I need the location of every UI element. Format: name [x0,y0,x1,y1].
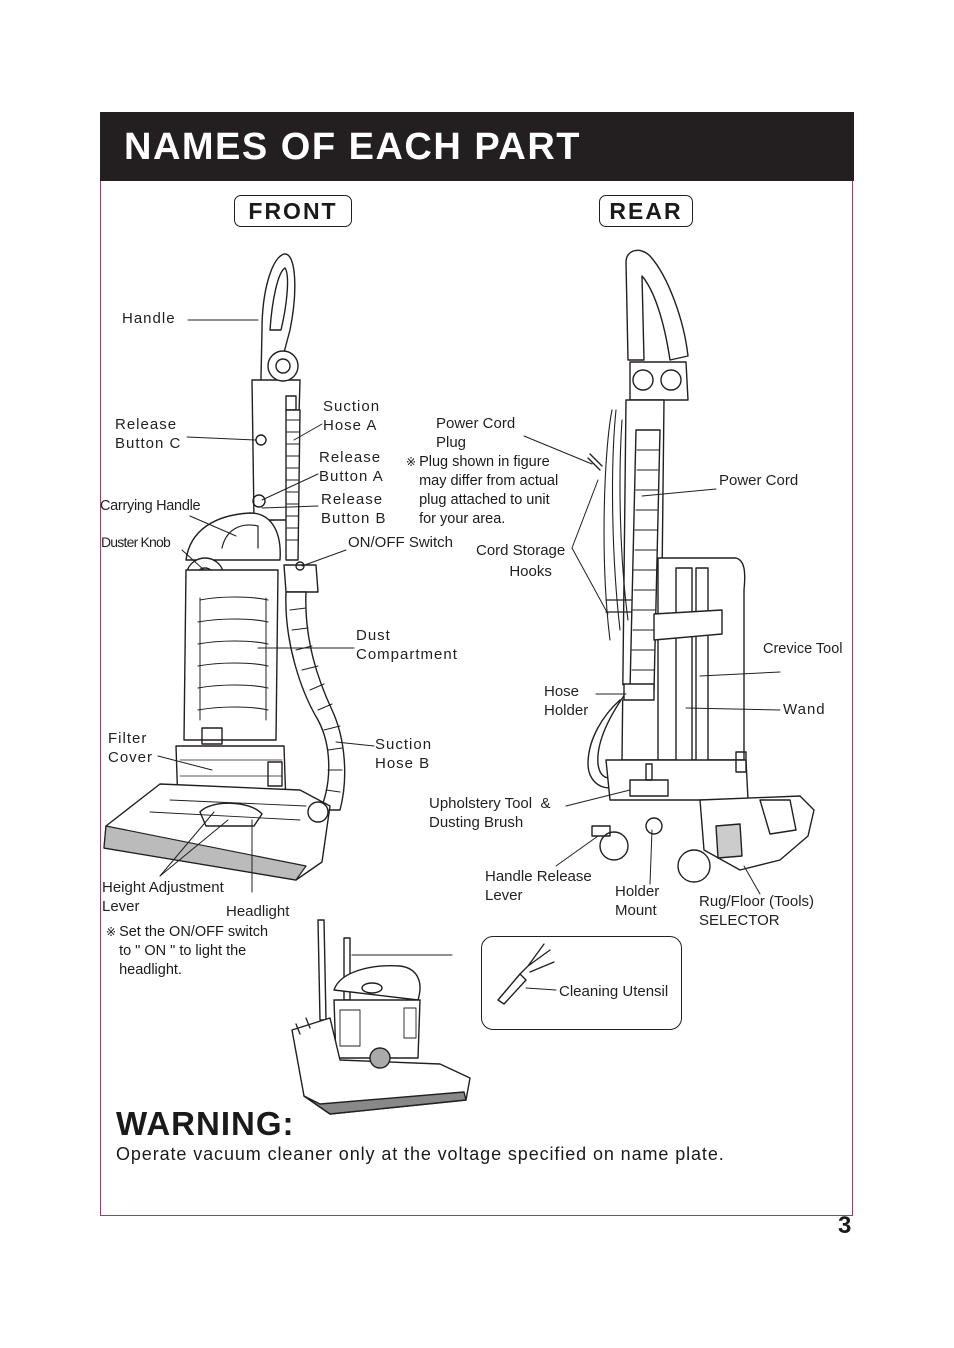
label-power-cord: Power Cord [719,472,799,489]
plug-note: ※Plug shown in figure may differ from ac… [406,453,558,529]
note-mark: ※ [406,455,417,469]
label-carrying-handle: Carrying Handle [100,498,201,514]
label-release-button-c: Release Button C [115,416,182,452]
warning-title: WARNING: [116,1105,295,1142]
label-rug-floor-selector: Rug/Floor (Tools) SELECTOR [699,893,815,929]
page-frame [100,112,853,1216]
label-release-button-a: Release Button A [319,449,384,485]
warning-text: Operate vacuum cleaner only at the volta… [116,1144,725,1164]
label-height-adjustment-lever: Height Adjustment Lever [102,879,224,915]
front-view-label: FRONT [234,195,352,227]
label-crevice-tool: Crevice Tool [763,641,843,657]
label-release-button-b: Release Button B [321,491,387,527]
label-cord-storage-hooks: Cord Storage Hooks [476,542,566,580]
headlight-inset-drawing [291,919,471,1115]
cleaning-utensil-box [481,936,682,1030]
page-title: NAMES OF EACH PART [124,126,581,168]
rear-vacuum-drawing [586,249,815,883]
title-bar [100,112,854,181]
label-filter-cover: Filter Cover [108,730,154,766]
front-vacuum-drawing [103,253,346,881]
cleaning-utensil-drawing [497,943,557,1005]
page-number: 3 [838,1212,852,1239]
label-hose-holder: Hose Holder [544,683,589,719]
headlight-note: ※Set the ON/OFF switch to " ON " to ligh… [106,923,268,980]
label-duster-knob: Duster Knob [101,534,171,550]
label-holder-mount: Holder Mount [615,883,660,919]
label-headlight: Headlight [226,903,290,920]
label-power-cord-plug: Power Cord Plug [436,415,516,451]
label-handle: Handle [122,310,176,327]
label-wand: Wand [783,701,826,718]
label-suction-hose-b: Suction Hose B [375,736,433,772]
label-on-off-switch: ON/OFF Switch [348,534,454,551]
plug-note-text: Plug shown in figure may differ from act… [419,454,559,527]
label-dust-compartment: Dust Compartment [356,627,458,663]
headlight-note-text: Set the ON/OFF switch to " ON " to light… [119,924,269,978]
label-suction-hose-a: Suction Hose A [323,398,381,434]
label-cleaning-utensil: Cleaning Utensil [559,983,669,1000]
label-handle-release-lever: Handle Release Lever [485,868,592,904]
note-mark: ※ [106,925,117,939]
label-upholstery-tool: Upholstery Tool & Dusting Brush [429,795,551,831]
rear-view-label: REAR [599,195,693,227]
